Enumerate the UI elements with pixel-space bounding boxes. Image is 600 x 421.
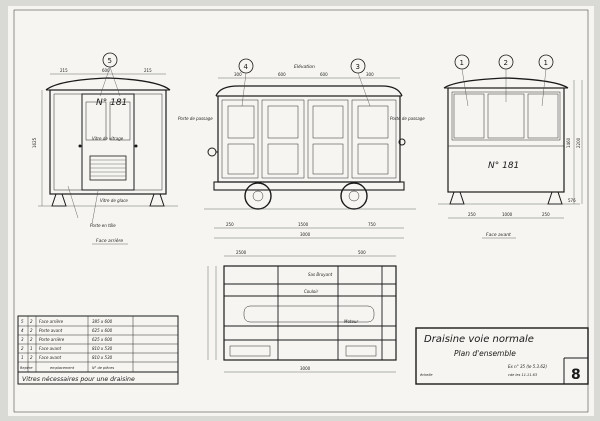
svg-text:1000: 1000	[502, 212, 513, 217]
side-view: 300 600 600 300 Elévation 250 1500 750 3…	[178, 63, 425, 239]
table-cell-name: Face avant	[39, 346, 61, 351]
table-footer-mid: emplacement	[50, 366, 75, 370]
rear-dim-height: 1625	[32, 137, 37, 148]
drawing-sheet: 215 600 215 1625 N° 181 Vitre de glace P…	[8, 6, 594, 416]
rear-number: N° 181	[96, 98, 127, 108]
svg-text:1500: 1500	[298, 222, 309, 227]
table-cell-n: 2	[21, 346, 24, 351]
ref-1: Ex n° 35 (le 5.3.62)	[508, 364, 547, 369]
ref-2: cde les 11.11.63	[508, 373, 537, 377]
svg-text:600: 600	[278, 72, 286, 77]
svg-text:600: 600	[320, 72, 328, 77]
rear-view: 215 600 215 1625 N° 181 Vitre de glace P…	[32, 68, 178, 245]
table-cell-qty: 2	[30, 328, 33, 333]
table-caption: Vitres nécessaires pour une draisine	[22, 375, 135, 383]
subtitle-text: Plan d'ensemble	[454, 349, 516, 358]
table-cell-dim: 625 x 600	[92, 337, 113, 342]
table-footer-right: N° de pièces	[92, 366, 114, 370]
svg-text:576: 576	[568, 198, 576, 203]
table-cell-qty: 2	[30, 337, 33, 342]
svg-text:2500: 2500	[236, 250, 247, 255]
svg-text:300: 300	[234, 72, 242, 77]
callouts: 5 4 3 1 2 1	[99, 52, 554, 107]
table-cell-name: Porte arrière	[39, 337, 65, 342]
plan-label-2: Couloir	[304, 289, 318, 294]
sheet-number: 8	[571, 367, 581, 383]
callout-3: 3	[356, 63, 360, 71]
plan-label-3: Moteur	[344, 319, 358, 324]
svg-text:250: 250	[468, 212, 476, 217]
svg-text:250: 250	[226, 222, 234, 227]
side-caption: Elévation	[294, 63, 315, 70]
rear-dim-right: 215	[144, 68, 152, 73]
title-block: Draisine voie normale Plan d'ensemble Ex…	[415, 327, 589, 385]
svg-text:250: 250	[542, 212, 550, 217]
rear-dim-left: 215	[60, 68, 68, 73]
table-cell-n: 3	[21, 337, 24, 342]
table-cell-dim: 810 x 530	[92, 355, 113, 360]
rear-caption: Face arrière	[96, 237, 123, 244]
callout-4: 4	[244, 63, 249, 71]
title-text: Draisine voie normale	[424, 334, 534, 345]
technical-drawing: 215 600 215 1625 N° 181 Vitre de glace P…	[13, 9, 589, 413]
front-view: N° 181 1460 2200 576 250 1000 250 Face a…	[438, 77, 583, 239]
table-cell-dim: 385 x 600	[92, 319, 113, 324]
table-footer-left: Repère	[20, 366, 33, 370]
table-cell-dim: 810 x 530	[92, 346, 113, 351]
side-label-right-door: Porte de passage	[390, 116, 425, 121]
svg-text:750: 750	[368, 222, 376, 227]
table-cell-n: 4	[21, 328, 24, 333]
callout-5: 5	[108, 57, 112, 65]
table-cell-name: Face arrière	[39, 319, 64, 324]
plan-view: 3000 2500 500 Sas Bruyant Couloir Moteur	[207, 250, 397, 373]
table-cell-n: 5	[21, 319, 24, 324]
rear-label-window: Vitre de vitrage	[92, 136, 124, 141]
scale-label: échelle	[420, 373, 433, 377]
svg-text:300: 300	[366, 72, 374, 77]
front-number: N° 181	[488, 161, 519, 171]
plan-label-1: Sas Bruyant	[308, 272, 333, 277]
table-cell-qty: 2	[30, 319, 33, 324]
svg-text:500: 500	[358, 250, 366, 255]
rear-dim-mid: 600	[102, 68, 110, 73]
side-label-left-door: Porte de passage	[178, 116, 213, 121]
table-cell-name: Porte avant	[39, 328, 63, 333]
callout-1b: 1	[544, 59, 548, 67]
table-cell-name: Face avant	[39, 355, 61, 360]
side-total-dim: 3000	[300, 232, 311, 237]
rear-label-vitre: Vitre de glace	[100, 198, 128, 203]
svg-text:1460: 1460	[566, 137, 571, 148]
table-cell-dim: 625 x 600	[92, 328, 113, 333]
svg-text:3000: 3000	[300, 366, 311, 371]
front-caption: Face avant	[486, 232, 511, 238]
callout-2: 2	[504, 59, 508, 67]
table-cell-n: 1	[21, 355, 24, 360]
callout-1a: 1	[460, 59, 464, 67]
sheet-frame	[13, 9, 589, 413]
svg-text:2200: 2200	[576, 137, 581, 148]
rear-label-door: Porte en tôle	[90, 223, 116, 228]
table-cell-qty: 1	[30, 346, 33, 351]
table-cell-qty: 2	[30, 355, 33, 360]
